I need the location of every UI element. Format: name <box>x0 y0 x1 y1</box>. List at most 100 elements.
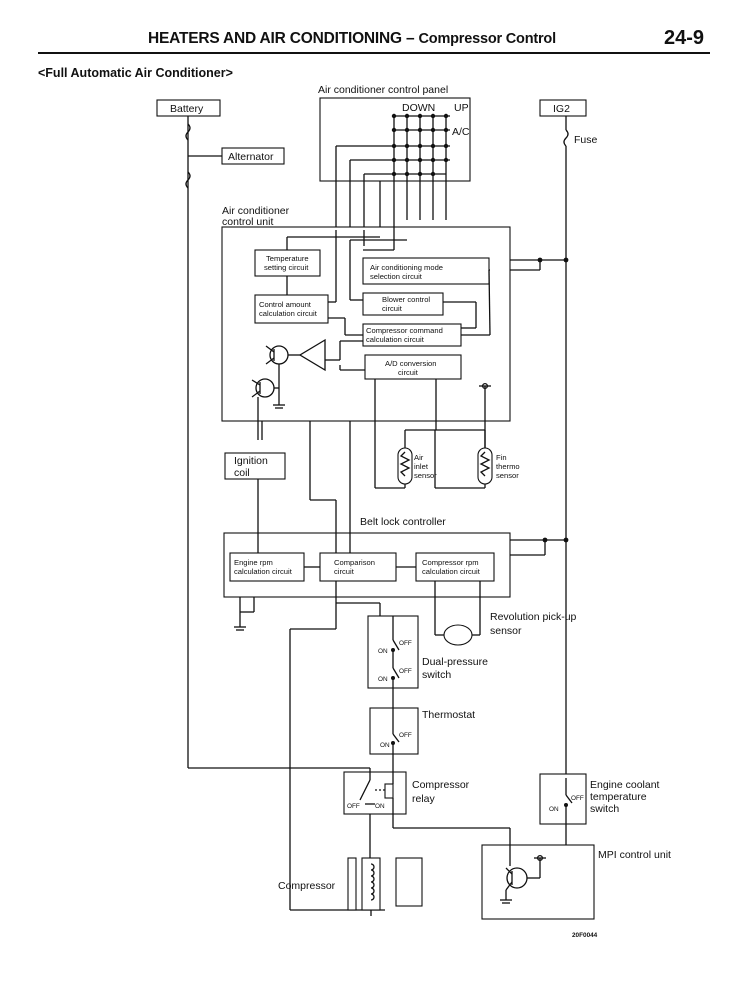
fin-thermo-label-2: thermo <box>496 462 520 471</box>
battery-fuse-2 <box>185 171 191 189</box>
ig2-box <box>539 99 587 117</box>
engine-coolant-label-1: Engine coolant <box>590 779 660 791</box>
ignition-coil-box <box>224 452 286 480</box>
comparison-label-2: circuit <box>334 567 355 576</box>
fuse-label: Fuse <box>574 134 598 146</box>
revolution-label-2: sensor <box>490 625 522 637</box>
air-inlet-label-2: inlet <box>414 462 429 471</box>
relay-on: ON <box>375 803 385 810</box>
page-title-sub: Compressor Control <box>418 31 557 47</box>
header-rule <box>38 52 710 54</box>
control-panel-label: Air conditioner control panel <box>318 84 448 96</box>
relay-off: OFF <box>347 803 360 810</box>
blower-control-box <box>362 292 444 316</box>
dual-pressure-off-1: OFF <box>399 640 412 647</box>
alternator-box <box>221 147 285 165</box>
power-supply: Battery Alternator IG2 Fuse <box>156 99 598 778</box>
control-amount-box <box>254 294 329 324</box>
blower-control-label-2: circuit <box>382 304 403 313</box>
engine-coolant-switch: OFF ON Engine coolant temperature switch <box>539 773 660 845</box>
compressor-relay-box <box>343 771 407 815</box>
compressor-command-label-1: Compressor command <box>366 326 443 335</box>
coolant-off: OFF <box>571 795 584 802</box>
dual-pressure-on-1: ON <box>378 648 388 655</box>
alternator-label: Alternator <box>228 151 274 163</box>
temp-setting-label-1: Temperature <box>266 254 309 263</box>
compressor-relay-label-2: relay <box>412 793 436 805</box>
dual-pressure-on-2: ON <box>378 676 388 683</box>
compressor-body <box>395 857 423 907</box>
mode-selection-label-1: Air conditioning mode <box>370 263 443 272</box>
down-label: DOWN <box>402 102 435 114</box>
ad-conversion-box <box>364 354 462 380</box>
ad-conversion-label-1: A/D conversion <box>385 359 437 368</box>
engine-coolant-box <box>539 773 587 825</box>
page-title-main: HEATERS AND AIR CONDITIONING – <box>148 30 415 47</box>
revolution-sensor-symbol <box>443 624 473 646</box>
revolution-label-1: Revolution pick-up <box>490 611 577 623</box>
sensors: Air inlet sensor Fin thermo sensor <box>375 429 520 489</box>
battery-label: Battery <box>170 103 204 115</box>
air-inlet-label-3: sensor <box>414 471 437 480</box>
thermostat-off: OFF <box>399 732 412 739</box>
blower-control-label-1: Blower control <box>382 295 430 304</box>
belt-lock-label: Belt lock controller <box>360 516 446 528</box>
thermostat-box <box>369 707 419 755</box>
temp-setting-label-2: setting circuit <box>264 263 309 272</box>
compressor-label: Compressor <box>278 880 336 892</box>
control-unit-label-2: control unit <box>222 216 273 228</box>
ig2-fuse <box>563 129 569 147</box>
figure-code: 20F0044 <box>572 932 598 939</box>
air-inlet-label-1: Air <box>414 453 424 462</box>
fin-thermo-label-1: Fin <box>496 453 507 462</box>
control-amount-label-1: Control amount <box>259 300 312 309</box>
compressor-plate-left <box>347 857 357 911</box>
compressor-clutch-coil <box>361 857 381 911</box>
control-unit: Air conditioner control unit Temperature… <box>221 205 511 488</box>
belt-lock-controller: Belt lock controller Engine rpm calculat… <box>223 421 577 646</box>
dual-pressure-off-2: OFF <box>399 668 412 675</box>
amplifier-symbol <box>298 338 326 372</box>
page-number: 24-9 <box>664 27 705 49</box>
dual-pressure-switch: OFF ON OFF ON Dual-pressure switch <box>367 615 488 708</box>
switch-matrix <box>335 113 450 230</box>
mode-selection-label-2: selection circuit <box>370 272 423 281</box>
control-unit-label-1: Air conditioner <box>222 205 290 217</box>
control-amount-label-2: calculation circuit <box>259 309 318 318</box>
control-panel-box <box>319 97 471 182</box>
compressor-relay-label-1: Compressor <box>412 779 470 791</box>
compressor-relay: OFF ON Compressor relay <box>289 603 510 911</box>
compressor-rpm-label-2: calculation circuit <box>422 567 481 576</box>
engine-coolant-label-2: temperature <box>590 791 647 803</box>
coolant-on: ON <box>549 806 559 813</box>
thermostat-label: Thermostat <box>422 709 475 721</box>
ac-label: A/C <box>452 126 470 138</box>
dual-pressure-label-2: switch <box>422 669 451 681</box>
engine-rpm-label-1: Engine rpm <box>234 558 273 567</box>
up-label: UP <box>454 102 469 114</box>
battery-fuse <box>185 123 191 141</box>
ad-conversion-label-2: circuit <box>398 368 419 377</box>
ig2-label: IG2 <box>553 103 570 115</box>
compressor: Compressor <box>278 857 423 916</box>
mpi-control-unit: MPI control unit <box>481 828 671 920</box>
thermostat: OFF ON Thermostat <box>369 707 475 772</box>
comparison-label-1: Comparison <box>334 558 375 567</box>
comparison-box <box>319 552 397 582</box>
ignition-label-1: Ignition <box>234 455 268 467</box>
mode-selection-box <box>362 257 490 285</box>
ignition-coil: Ignition coil <box>224 452 286 533</box>
ignition-label-2: coil <box>234 467 250 479</box>
compressor-command-label-2: calculation circuit <box>366 335 425 344</box>
thermostat-on: ON <box>380 742 390 749</box>
section-title: <Full Automatic Air Conditioner> <box>38 66 233 80</box>
engine-rpm-label-2: calculation circuit <box>234 567 293 576</box>
control-panel: Air conditioner control panel DOWN UP A/… <box>318 84 471 230</box>
page-title: HEATERS AND AIR CONDITIONING – Compresso… <box>148 30 556 48</box>
compressor-rpm-label-1: Compressor rpm <box>422 558 479 567</box>
dual-pressure-label-1: Dual-pressure <box>422 656 488 668</box>
fin-thermo-label-3: sensor <box>496 471 519 480</box>
engine-coolant-label-3: switch <box>590 803 619 815</box>
relay-coil-symbol <box>384 783 394 799</box>
